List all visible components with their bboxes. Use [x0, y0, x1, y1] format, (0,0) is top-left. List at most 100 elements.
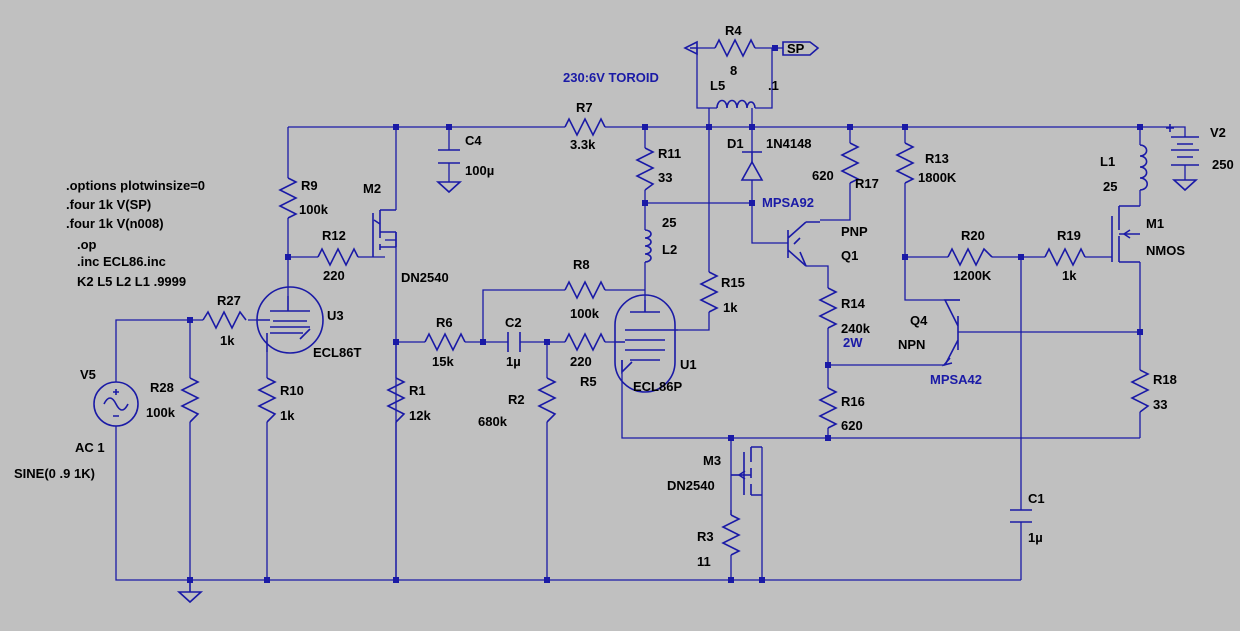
r13-symbol[interactable]: [895, 142, 915, 184]
c4-symbol[interactable]: [438, 149, 460, 164]
r11-value: 33: [658, 170, 672, 185]
d1-symbol[interactable]: [740, 151, 764, 181]
u1-tube[interactable]: [614, 294, 678, 393]
l5-value: .1: [768, 78, 779, 93]
u1-ref: U1: [680, 357, 697, 372]
r12-symbol[interactable]: [317, 247, 359, 267]
r17-symbol[interactable]: [840, 142, 860, 184]
r13-ref: R13: [925, 151, 949, 166]
r11-symbol[interactable]: [635, 147, 655, 191]
r3-value: 11: [697, 554, 711, 569]
c1-symbol[interactable]: [1010, 509, 1032, 523]
q1-symbol[interactable]: [787, 221, 820, 267]
r14-ref: R14: [841, 296, 866, 311]
u1-value: ECL86P: [633, 379, 682, 394]
l1-symbol[interactable]: [1139, 144, 1148, 191]
d1-ref: D1: [727, 136, 744, 151]
m1-symbol[interactable]: [1111, 205, 1140, 263]
junctions: [187, 45, 1143, 583]
ground-bottom: [176, 580, 204, 604]
wires: [115, 47, 1186, 581]
ground-c4: [435, 181, 463, 194]
m1-ref: M1: [1146, 216, 1164, 231]
l5-symbol[interactable]: [716, 99, 756, 109]
directive-line: .options plotwinsize=0: [66, 178, 205, 193]
r9-symbol[interactable]: [278, 177, 298, 219]
r28-symbol[interactable]: [180, 377, 200, 423]
q4-type: NPN: [898, 337, 925, 352]
directive-line: .four 1k V(SP): [66, 197, 151, 212]
r17-ref: R17: [855, 176, 879, 191]
r19-symbol[interactable]: [1044, 247, 1086, 267]
c4-ref: C4: [465, 133, 482, 148]
r12-value: 220: [323, 268, 345, 283]
v5-value: AC 1: [75, 440, 105, 455]
r7-ref: R7: [576, 100, 593, 115]
v5-ref: V5: [80, 367, 96, 382]
r7-symbol[interactable]: [564, 117, 606, 137]
r20-ref: R20: [961, 228, 985, 243]
q4-model: MPSA42: [930, 372, 982, 387]
r3-symbol[interactable]: [721, 514, 741, 556]
c2-symbol[interactable]: [507, 332, 521, 352]
r10-symbol[interactable]: [257, 377, 277, 423]
m2-ref: M2: [363, 181, 381, 196]
c4-value: 100µ: [465, 163, 494, 178]
r4-ref: R4: [725, 23, 742, 38]
l2-value: 25: [662, 215, 676, 230]
r8-value: 100k: [570, 306, 600, 321]
m3-symbol[interactable]: [731, 446, 762, 496]
r16-value: 620: [841, 418, 863, 433]
sp-flag[interactable]: [782, 41, 820, 56]
sp-label: SP: [787, 41, 805, 56]
r14-symbol[interactable]: [818, 287, 838, 329]
q1-ref: Q1: [841, 248, 858, 263]
v2-value: 250: [1212, 157, 1234, 172]
r19-value: 1k: [1062, 268, 1077, 283]
c1-ref: C1: [1028, 491, 1045, 506]
q4-symbol[interactable]: [941, 299, 960, 367]
toroid-note: 230:6V TOROID: [563, 70, 659, 85]
r16-ref: R16: [841, 394, 865, 409]
r20-symbol[interactable]: [947, 247, 993, 267]
r13-value: 1800K: [918, 170, 957, 185]
r16-symbol[interactable]: [818, 387, 838, 429]
l2-symbol[interactable]: [644, 229, 652, 263]
r4-value: 8: [730, 63, 737, 78]
l1-value: 25: [1103, 179, 1117, 194]
r18-symbol[interactable]: [1130, 369, 1150, 413]
r2-symbol[interactable]: [537, 377, 557, 423]
m2-symbol[interactable]: [372, 209, 397, 257]
r19-ref: R19: [1057, 228, 1081, 243]
r27-value: 1k: [220, 333, 235, 348]
m1-value: NMOS: [1146, 243, 1185, 258]
r1-value: 12k: [409, 408, 431, 423]
v5-symbol[interactable]: [93, 381, 139, 427]
d1-value: 1N4148: [766, 136, 812, 151]
r10-value: 1k: [280, 408, 295, 423]
r15-value: 1k: [723, 300, 738, 315]
v2-symbol[interactable]: [1166, 124, 1199, 166]
r8-symbol[interactable]: [564, 280, 606, 300]
r2-ref: R2: [508, 392, 525, 407]
r10-ref: R10: [280, 383, 304, 398]
r12-ref: R12: [322, 228, 346, 243]
directive-line: .op: [77, 237, 97, 252]
r18-value: 33: [1153, 397, 1167, 412]
r4-symbol[interactable]: [714, 38, 756, 58]
u3-tube[interactable]: [256, 286, 324, 354]
r1-symbol[interactable]: [386, 377, 406, 423]
r27-symbol[interactable]: [202, 310, 247, 330]
c1-value: 1µ: [1028, 530, 1043, 545]
r5-symbol[interactable]: [564, 332, 606, 352]
r18-ref: R18: [1153, 372, 1177, 387]
r6-symbol[interactable]: [424, 332, 466, 352]
r6-ref: R6: [436, 315, 453, 330]
r9-value: 100k: [299, 202, 329, 217]
r5-value: 220: [570, 354, 592, 369]
m2-value: DN2540: [401, 270, 449, 285]
r15-symbol[interactable]: [699, 271, 719, 313]
v5-sine: SINE(0 .9 1K): [14, 466, 95, 481]
